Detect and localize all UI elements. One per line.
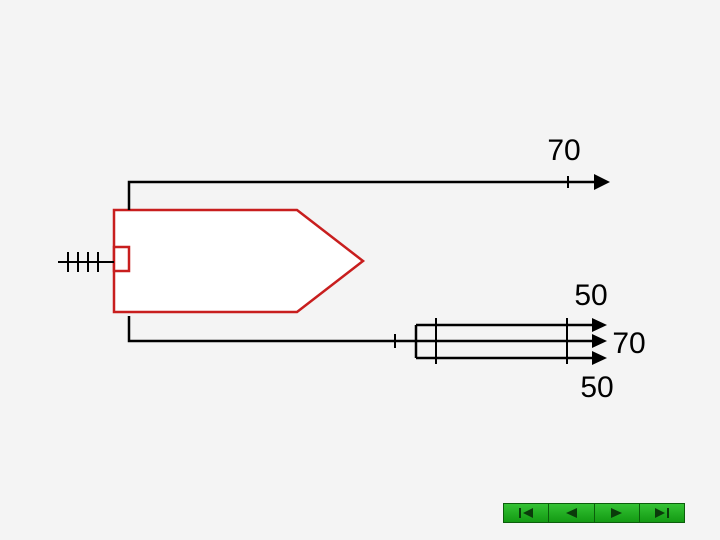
slide-navigation-bar [503,503,685,523]
branch-upper-label: 50 [574,279,607,312]
last-slide-icon [654,508,669,518]
first-slide-button[interactable] [504,504,550,522]
next-slide-button[interactable] [594,504,640,522]
branch-lower-label: 50 [580,371,613,404]
top-line-label: 70 [547,134,580,167]
top-arrow-line [127,180,594,210]
first-slide-icon [519,508,534,518]
previous-slide-icon [566,508,578,518]
previous-slide-button[interactable] [549,504,595,522]
branch-upper-arrowhead [592,318,607,332]
shape-tab [112,245,131,273]
branch-lower-arrowhead [592,351,607,365]
bottom-line [127,316,416,343]
last-slide-button[interactable] [639,504,684,522]
pencil-shape [112,208,366,314]
next-slide-icon [610,508,622,518]
branch-middle-label: 70 [612,327,645,360]
branch-middle-arrowhead [592,334,607,348]
top-arrowhead [594,174,610,190]
